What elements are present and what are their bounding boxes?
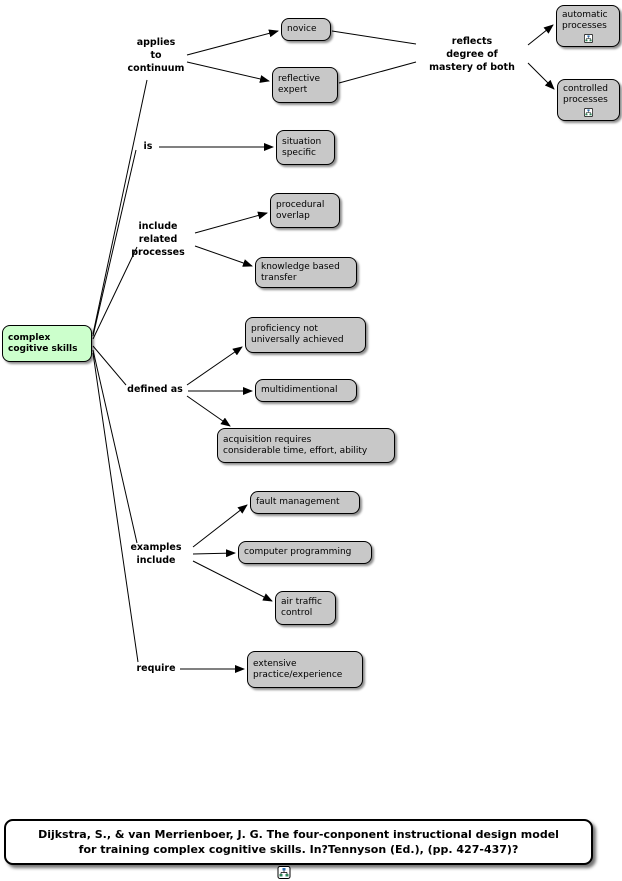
concept-computer-programming[interactable]: computer programming [238, 541, 372, 564]
arrow-include-procedural-overlap [194, 211, 268, 234]
concept-label: reflective expert [278, 74, 321, 95]
arrow-applies-reflective-expert [186, 61, 270, 83]
linking-phrase-applies-to-continuum[interactable]: applies to continuum [127, 37, 185, 74]
arrow-applies-novice [186, 29, 279, 56]
concept-label: extensive practice/experience [253, 658, 343, 680]
concept-procedural-overlap[interactable]: procedural overlap [270, 193, 340, 228]
linking-phrase-include-related-processes[interactable]: include related processes [131, 221, 185, 258]
citation-line-1: Dijkstra, S., & van Merrienboer, J. G. T… [38, 828, 559, 841]
concept-complex-cognitive-skills[interactable]: complex cogitive skills [2, 325, 92, 362]
concept-label: automatic processes [562, 10, 608, 31]
concept-multidimentional[interactable]: multidimentional [255, 379, 357, 402]
link-root-require [92, 352, 139, 663]
arrow-examples-fault-management [192, 504, 248, 548]
linking-phrase-reflects-degree-of-mastery[interactable]: reflects degree of mastery of both [429, 36, 515, 73]
cmap-resource-icon[interactable] [582, 108, 595, 117]
concept-label: novice [287, 24, 317, 34]
concept-controlled-processes[interactable]: controlled processes [557, 79, 620, 121]
citation-line-2: for training complex cognitive skills. I… [78, 843, 519, 856]
arrow-defined-proficiency [186, 346, 243, 386]
concept-novice[interactable]: novice [281, 18, 331, 41]
link-reflective-expert-reflects [338, 61, 417, 84]
concept-label: proficiency not universally achieved [251, 324, 344, 345]
concept-reflective-expert[interactable]: reflective expert [272, 67, 338, 103]
linking-phrase-require[interactable]: require [136, 663, 176, 674]
concept-label: fault management [256, 497, 340, 507]
concept-extensive-practice[interactable]: extensive practice/experience [247, 651, 363, 688]
cmap-resource-icon[interactable] [582, 34, 595, 43]
concept-label: controlled processes [563, 84, 608, 105]
concept-label: multidimentional [261, 385, 338, 395]
arrow-include-knowledge-transfer [194, 245, 253, 267]
concept-proficiency-not-universally-achieved[interactable]: proficiency not universally achieved [245, 317, 366, 353]
arrow-defined-acquisition [186, 395, 231, 427]
linking-phrase-is[interactable]: is [143, 141, 153, 152]
concept-label: knowledge based transfer [261, 261, 340, 283]
concept-acquisition-requires[interactable]: acquisition requires considerable time, … [217, 428, 395, 463]
concept-automatic-processes[interactable]: automatic processes [556, 5, 620, 47]
concept-label: situation specific [282, 136, 322, 158]
concept-label: procedural overlap [276, 199, 325, 221]
concept-fault-management[interactable]: fault management [250, 491, 360, 514]
link-root-examples [92, 349, 138, 544]
concept-air-traffic-control[interactable]: air traffic control [275, 591, 336, 625]
link-root-include [92, 246, 138, 340]
link-root-applies [92, 79, 148, 335]
concept-label: air traffic control [281, 597, 322, 618]
arrow-examples-computer-programming [192, 549, 236, 558]
arrow-examples-air-traffic [192, 560, 273, 602]
concept-label: complex cogitive skills [8, 332, 78, 354]
concept-label: computer programming [244, 547, 352, 557]
concept-knowledge-based-transfer[interactable]: knowledge based transfer [255, 257, 357, 288]
link-root-defined-as [92, 345, 127, 386]
concept-situation-specific[interactable]: situation specific [276, 130, 335, 165]
linking-phrase-defined-as[interactable]: defined as [127, 384, 183, 395]
citation-node[interactable]: Dijkstra, S., & van Merrienboer, J. G. T… [4, 819, 593, 865]
link-novice-reflects [331, 30, 417, 45]
linking-phrase-examples-include[interactable]: examples include [130, 542, 182, 566]
concept-label: acquisition requires considerable time, … [223, 434, 368, 456]
citation-resource-icon[interactable] [277, 866, 291, 879]
